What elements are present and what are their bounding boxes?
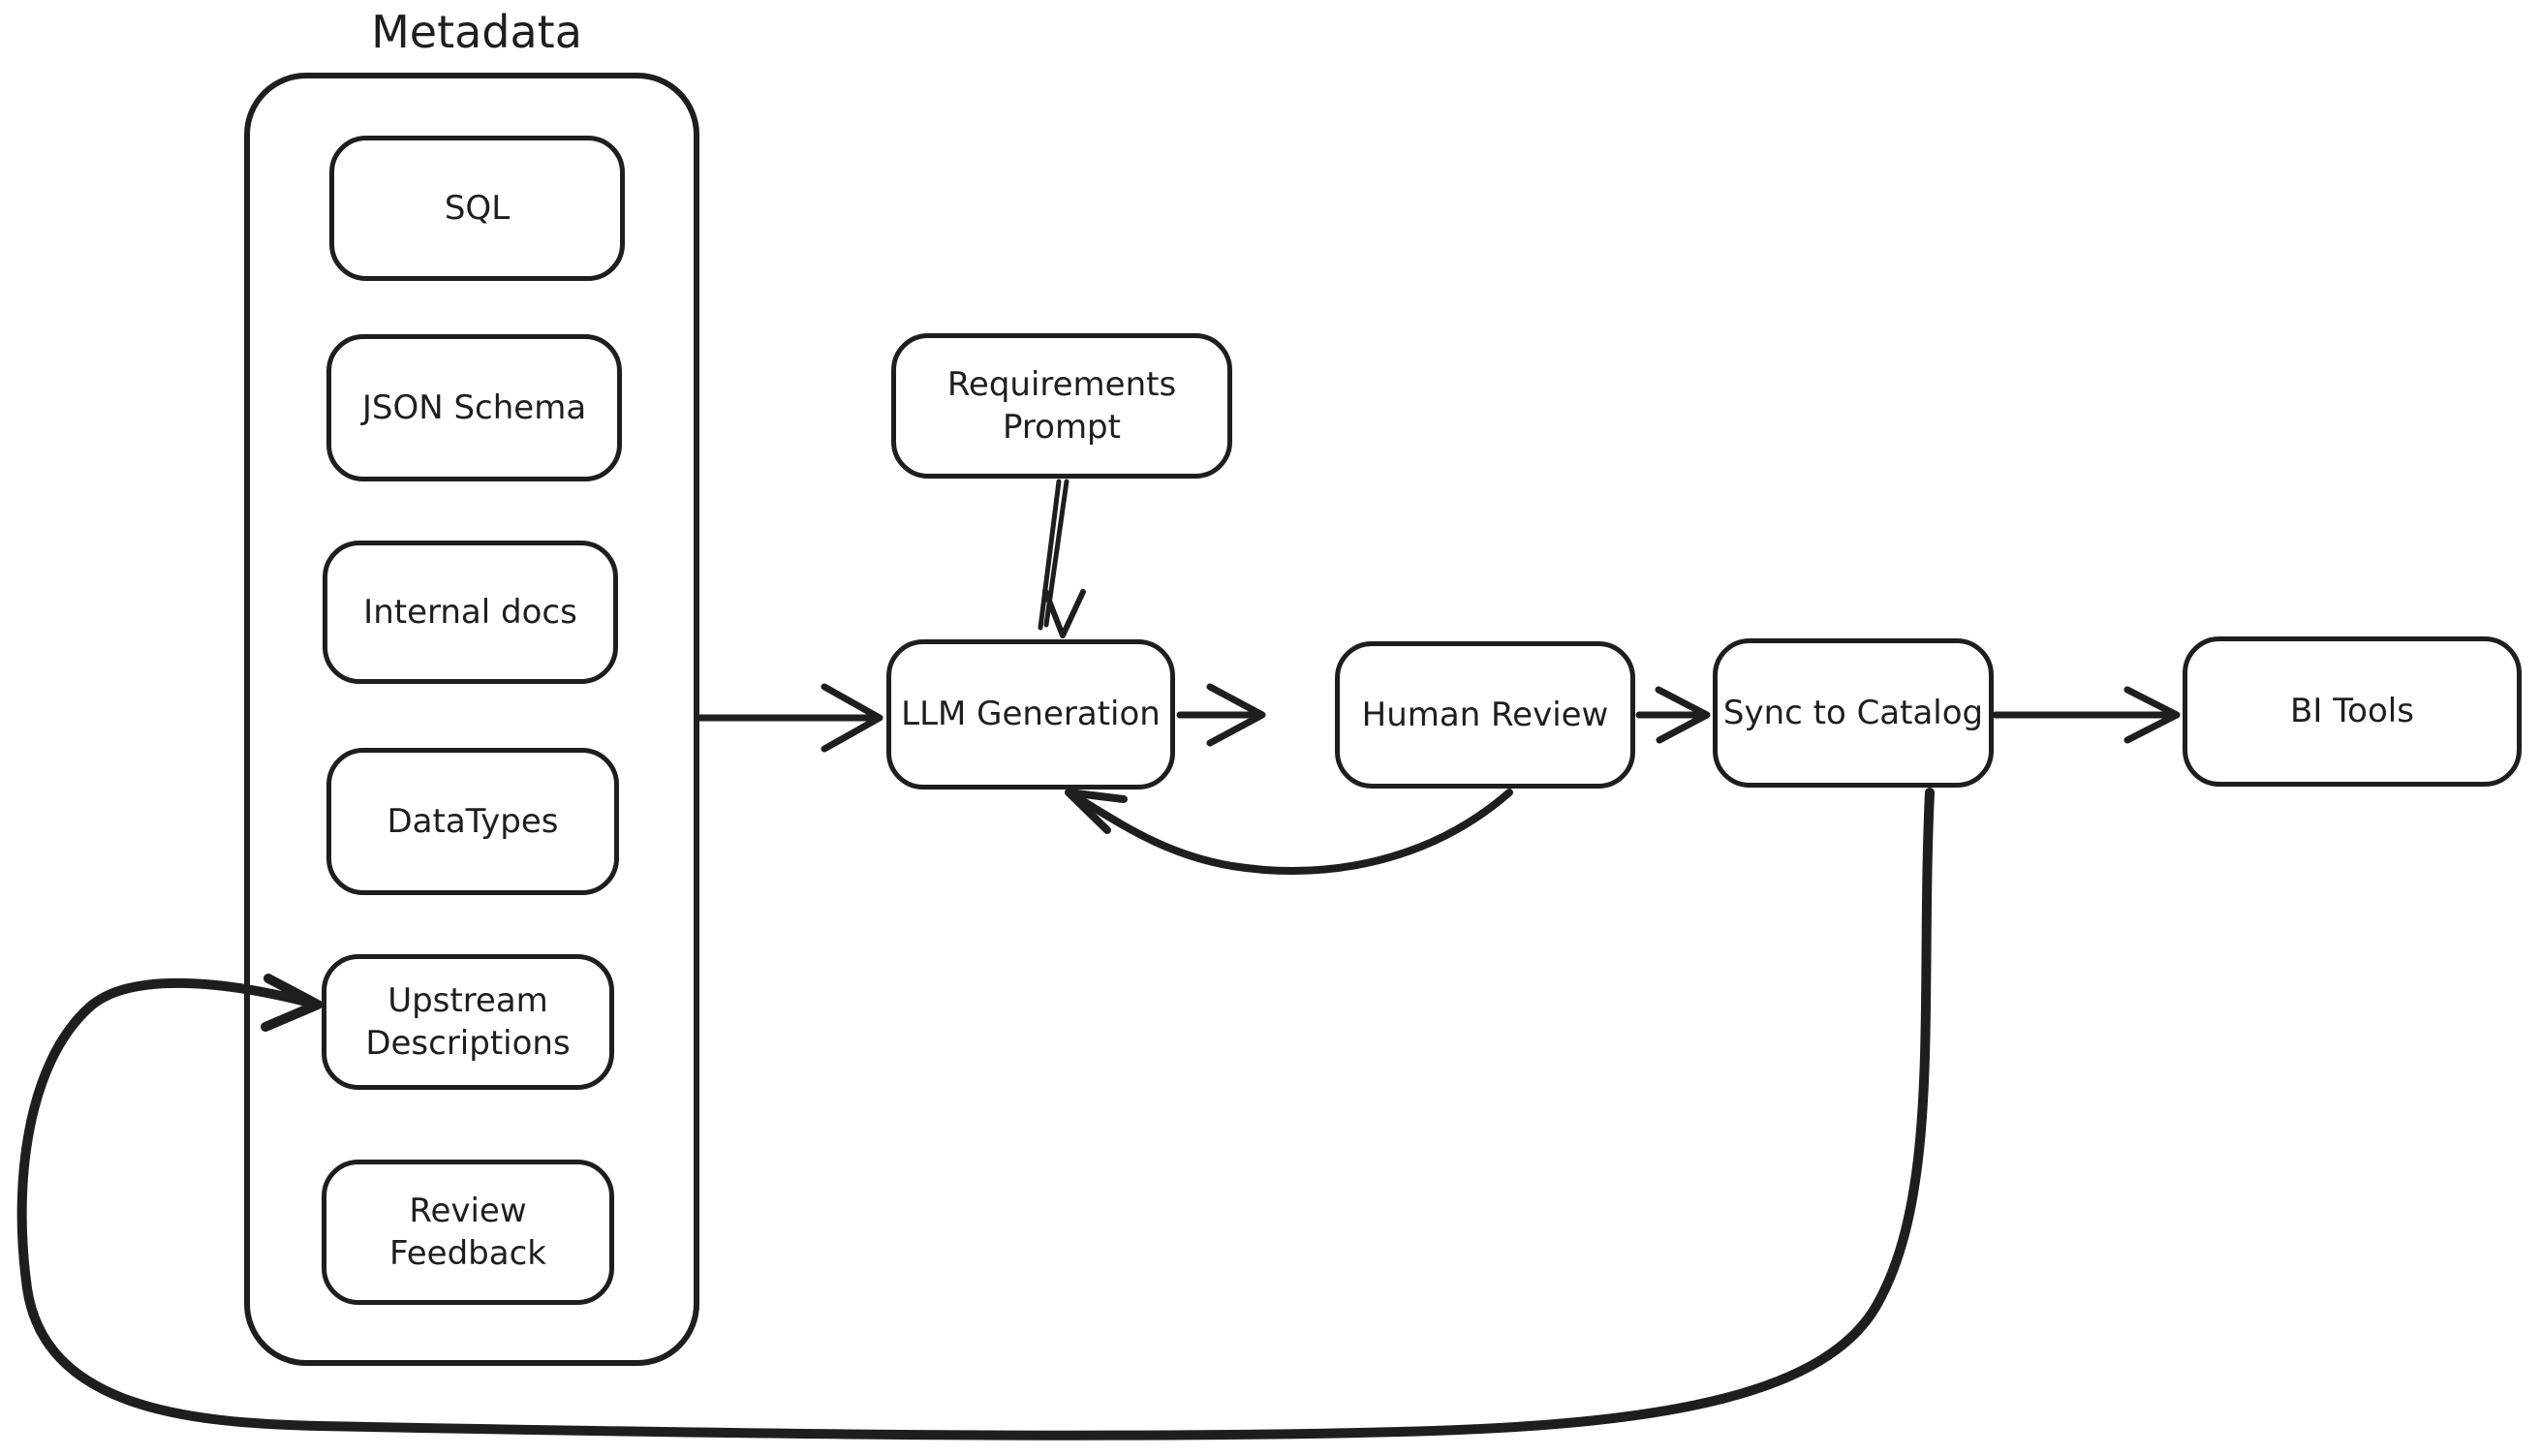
node-human-review: Human Review	[1335, 641, 1635, 789]
node-llm-generation-label: LLM Generation	[901, 695, 1161, 734]
node-json-schema-label: JSON Schema	[361, 387, 587, 427]
node-requirements-prompt: Requirements Prompt	[891, 333, 1232, 479]
node-sync-to-catalog-label: Sync to Catalog	[1722, 693, 1984, 732]
node-llm-generation: LLM Generation	[886, 639, 1175, 790]
node-requirements-prompt-label: Requirements Prompt	[946, 364, 1177, 447]
edge-human-review-to-llm-feedback-arrow	[1065, 789, 1513, 875]
edge-metadata-to-llm-arrow	[697, 683, 883, 753]
node-review-feedback: Review Feedback	[322, 1160, 614, 1305]
node-review-feedback-label: Review Feedback	[389, 1191, 546, 1273]
node-bi-tools-label: BI Tools	[2290, 692, 2414, 731]
edge-sync-to-bi-tools-arrow	[1992, 686, 2181, 744]
node-sql: SQL	[329, 136, 625, 281]
metadata-group-title: Metadata	[371, 6, 582, 58]
node-datatypes: DataTypes	[326, 748, 619, 895]
node-datatypes-label: DataTypes	[387, 801, 559, 841]
node-human-review-label: Human Review	[1361, 695, 1609, 734]
node-bi-tools: BI Tools	[2183, 636, 2522, 787]
node-internal-docs-label: Internal docs	[363, 592, 577, 632]
node-upstream-descriptions: Upstream Descriptions	[322, 954, 614, 1090]
node-upstream-descriptions-label: Upstream Descriptions	[365, 980, 571, 1063]
edge-human-review-to-sync-arrow	[1635, 686, 1711, 744]
node-internal-docs: Internal docs	[323, 541, 618, 684]
node-sql-label: SQL	[444, 188, 511, 228]
edge-requirements-to-llm-arrow	[1038, 479, 1086, 638]
edge-llm-to-human-review-arrow	[1176, 683, 1266, 747]
node-sync-to-catalog: Sync to Catalog	[1713, 638, 1994, 788]
node-json-schema: JSON Schema	[326, 334, 622, 481]
